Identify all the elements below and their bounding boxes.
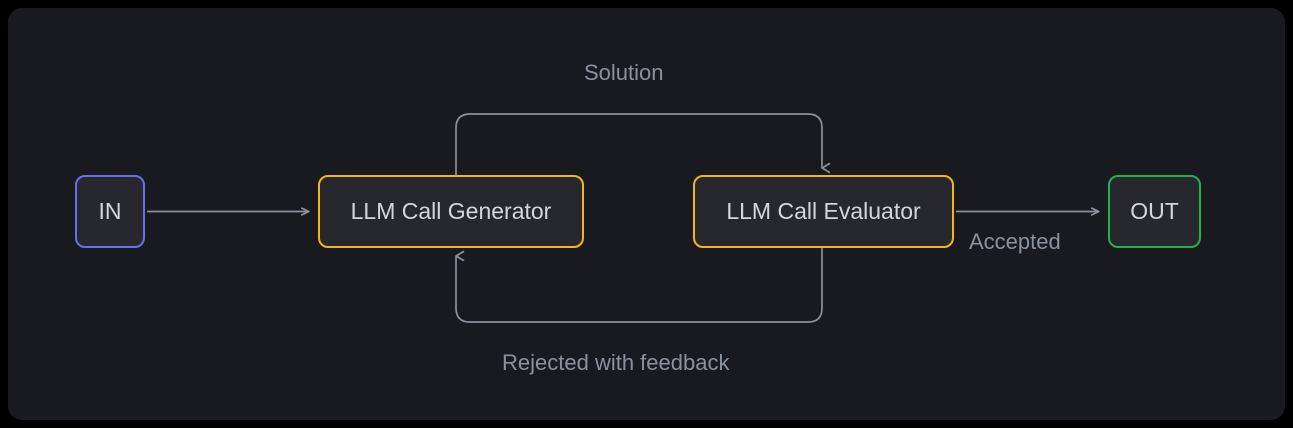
node-out-label: OUT — [1130, 198, 1179, 224]
edge-label-rejected-with-feedback: Rejected with feedback — [502, 350, 730, 375]
node-llm-call-evaluator[interactable]: LLM Call Evaluator — [693, 175, 954, 248]
diagram-canvas — [8, 8, 1285, 420]
node-out[interactable]: OUT — [1108, 175, 1201, 248]
edge-label-accepted: Accepted — [969, 229, 1061, 254]
node-llm-call-evaluator-label: LLM Call Evaluator — [726, 198, 921, 224]
edge-label-solution: Solution — [584, 60, 664, 85]
node-in-label: IN — [98, 198, 122, 224]
node-llm-call-generator-label: LLM Call Generator — [350, 198, 552, 224]
node-llm-call-generator[interactable]: LLM Call Generator — [318, 175, 584, 248]
node-in[interactable]: IN — [75, 175, 145, 248]
